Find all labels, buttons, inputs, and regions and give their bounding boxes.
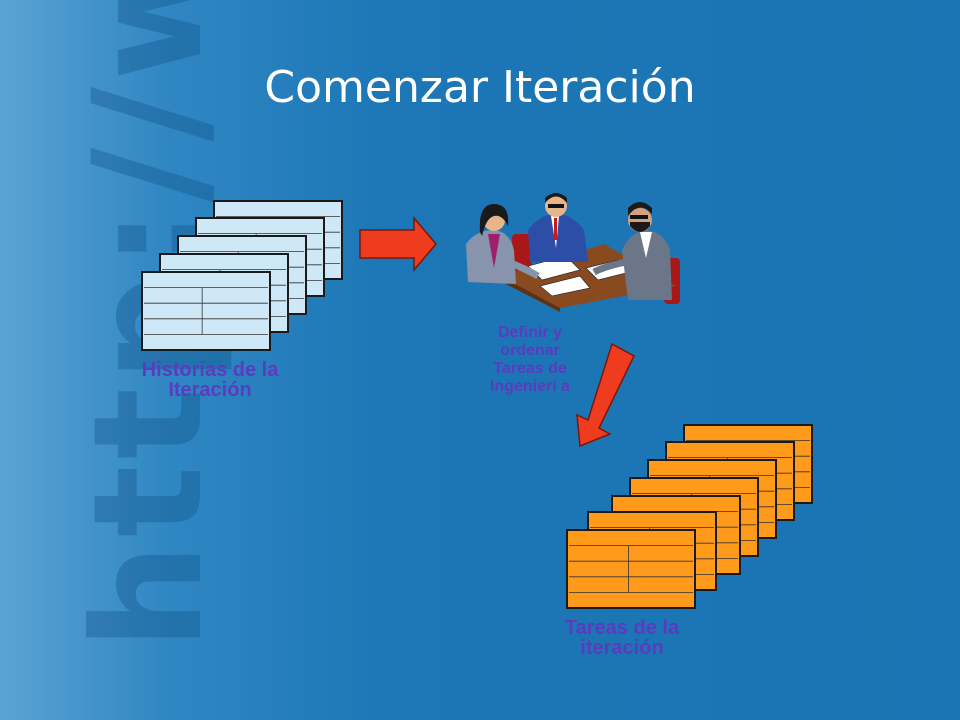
- arrow-down-icon: [576, 342, 635, 448]
- meeting-icon: [466, 193, 680, 312]
- label-tareas: Tareas de la iteración: [564, 617, 680, 659]
- story-card: [141, 271, 271, 351]
- task-cards-stack: [566, 424, 813, 609]
- slide-title: Comenzar Iteración: [264, 62, 696, 113]
- label-definir-tareas: Definir y ordenar Tareas de Ingenierí a: [489, 324, 571, 395]
- label-historias: Historias de la Iteración: [141, 359, 279, 401]
- story-cards-stack: [141, 200, 343, 351]
- task-card: [566, 529, 696, 609]
- arrow-right-icon: [359, 215, 437, 273]
